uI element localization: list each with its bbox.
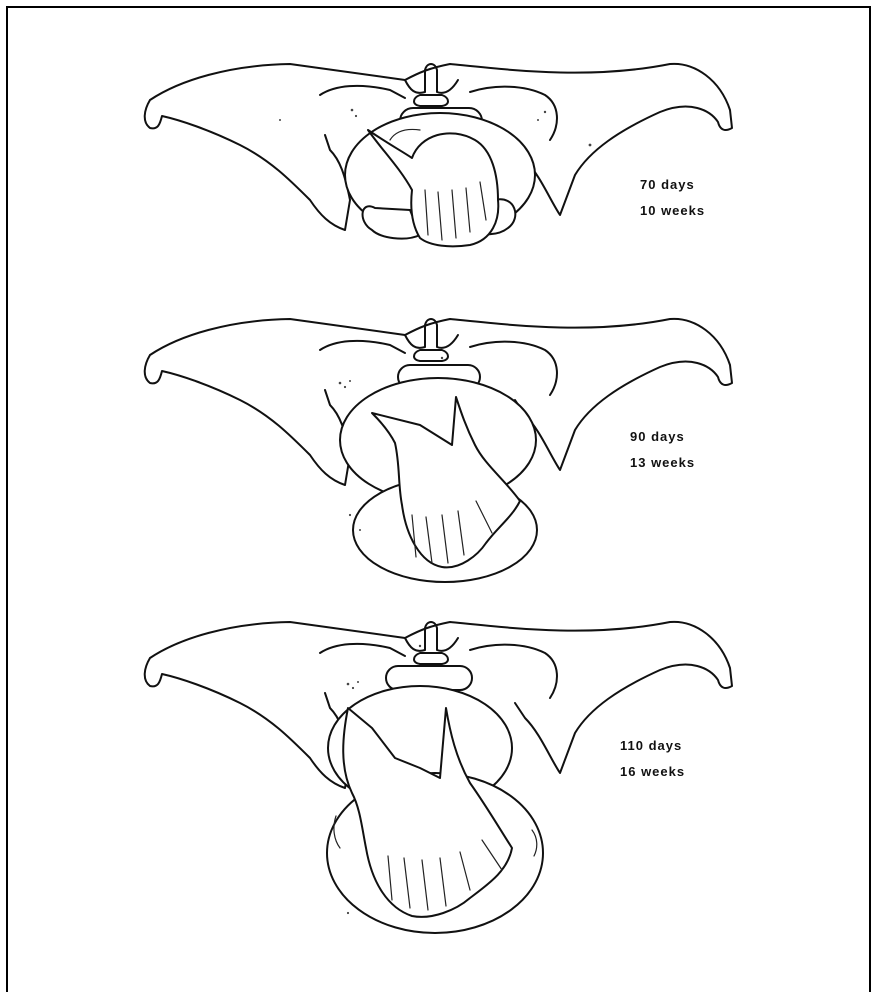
vertebra <box>405 622 458 664</box>
weeks-label: 13 weeks <box>630 450 695 476</box>
weeks-label: 10 weeks <box>640 198 705 224</box>
stage-label-110-days: 110 days 16 weeks <box>620 733 685 785</box>
weeks-label: 16 weeks <box>620 759 685 785</box>
stage-label-90-days: 90 days 13 weeks <box>630 424 695 476</box>
vertebra <box>405 64 458 106</box>
stage-label-70-days: 70 days 10 weeks <box>640 172 705 224</box>
days-label: 90 days <box>630 424 695 450</box>
days-label: 110 days <box>620 733 685 759</box>
vertebra <box>405 319 458 361</box>
days-label: 70 days <box>640 172 705 198</box>
